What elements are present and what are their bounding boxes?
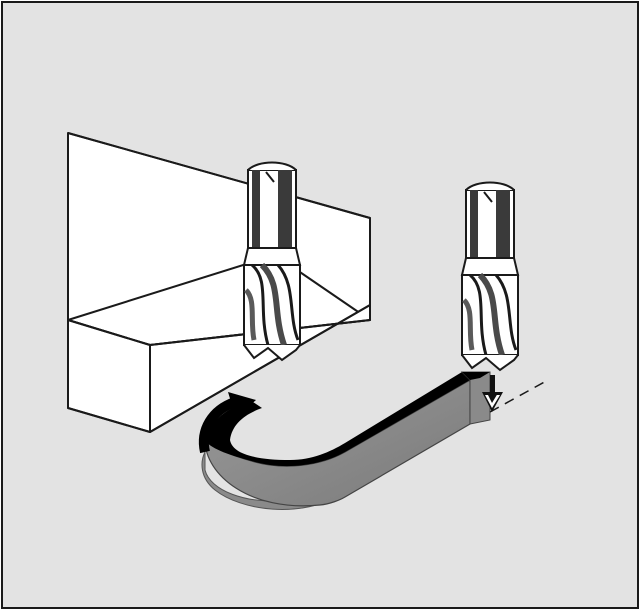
- end-mill-cutter-right: [462, 183, 518, 371]
- end-mill-cutter-left: [244, 163, 300, 361]
